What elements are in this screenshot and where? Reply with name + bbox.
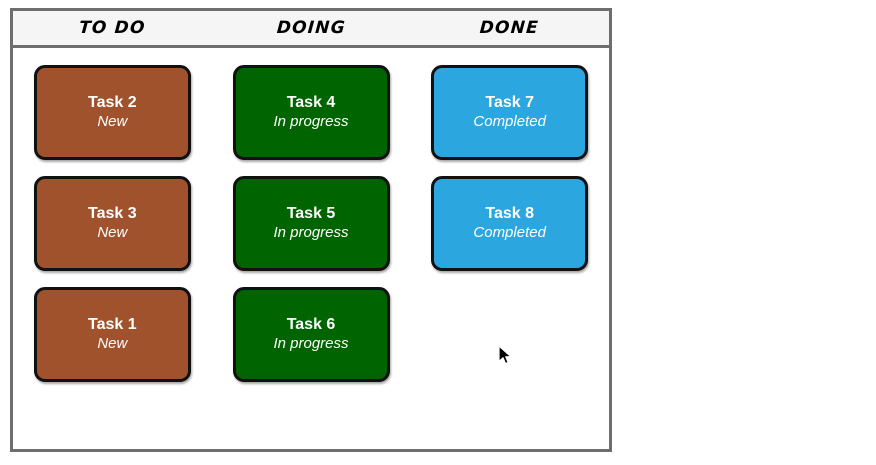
task-card-title: Task 4 (286, 94, 336, 112)
task-card-title: Task 7 (485, 94, 534, 112)
kanban-column-todo: Task 2 New Task 3 New Task 1 New (13, 65, 212, 449)
task-card-status: In progress (273, 335, 349, 353)
column-header-todo: TO DO (78, 18, 147, 38)
task-card-status: New (97, 335, 128, 353)
task-card-title: Task 5 (286, 205, 336, 223)
task-card[interactable]: Task 4 In progress (232, 65, 390, 160)
task-card-title: Task 8 (485, 205, 534, 223)
task-card-status: Completed (473, 113, 546, 131)
column-header-doing: DOING (275, 18, 347, 38)
task-card[interactable]: Task 1 New (33, 287, 191, 382)
kanban-column-done: Task 7 Completed Task 8 Completed (410, 65, 609, 449)
task-card-title: Task 3 (88, 205, 137, 223)
kanban-column-header-bar: TO DO DOING DONE (13, 11, 609, 48)
task-card-status: Completed (473, 224, 546, 242)
column-header-done: DONE (479, 18, 540, 38)
kanban-board: TO DO DOING DONE Task 2 New Task 3 New T… (10, 8, 612, 452)
task-card-title: Task 1 (88, 316, 137, 334)
task-card[interactable]: Task 5 In progress (232, 176, 390, 271)
task-card[interactable]: Task 3 New (33, 176, 191, 271)
task-card-status: In progress (273, 113, 349, 131)
task-card-status: In progress (273, 224, 349, 242)
task-card-title: Task 2 (88, 94, 137, 112)
task-card-status: New (97, 224, 128, 242)
task-card-title: Task 6 (286, 316, 336, 334)
task-card[interactable]: Task 2 New (33, 65, 191, 160)
kanban-columns: Task 2 New Task 3 New Task 1 New Task 4 … (13, 48, 609, 449)
task-card[interactable]: Task 6 In progress (232, 287, 390, 382)
task-card[interactable]: Task 8 Completed (431, 176, 589, 271)
kanban-column-doing: Task 4 In progress Task 5 In progress Ta… (212, 65, 411, 449)
task-card[interactable]: Task 7 Completed (431, 65, 589, 160)
task-card-status: New (97, 113, 128, 131)
